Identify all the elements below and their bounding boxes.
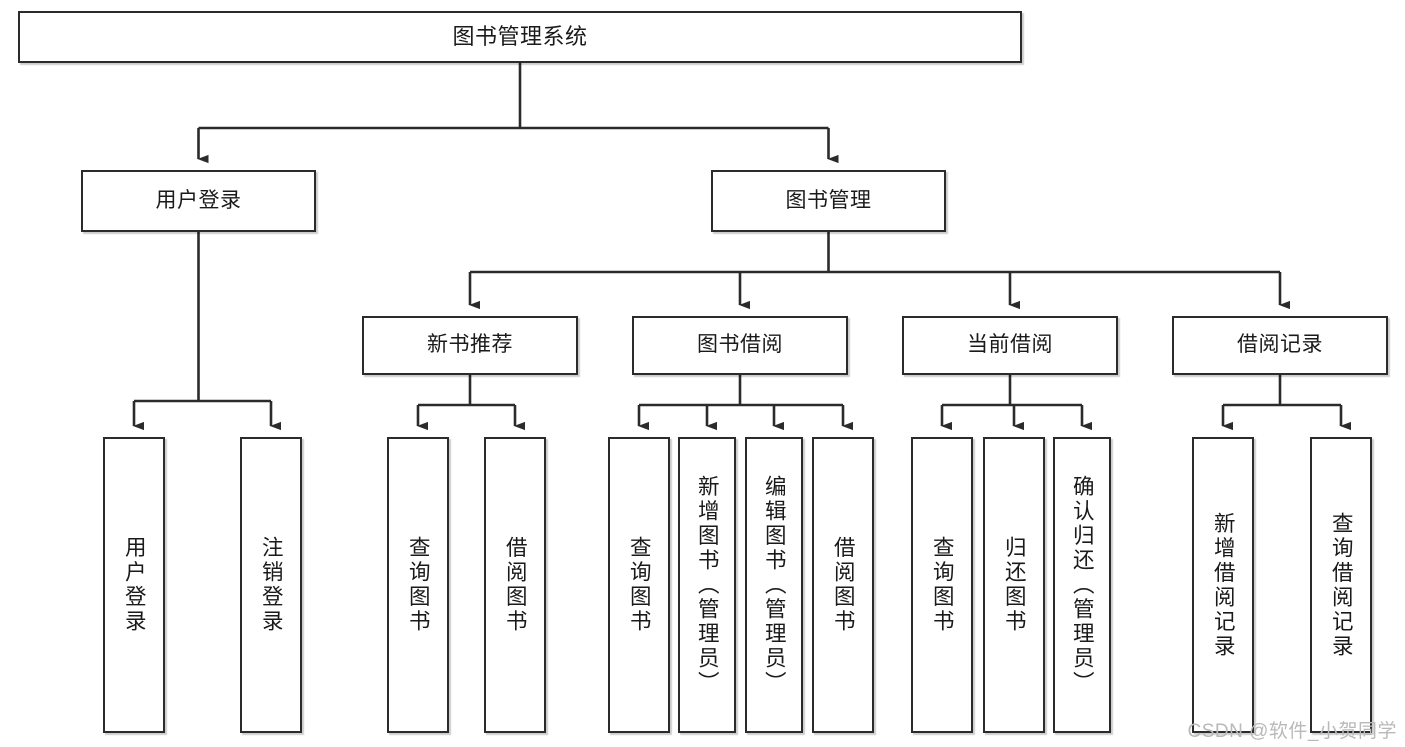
node-leaf-query-book-2-label: 查询图书 bbox=[627, 536, 652, 634]
csdn-watermark: CSDN @软件_小贺同学 bbox=[1187, 721, 1397, 742]
node-leaf-query-record[interactable]: 查询借阅记录 bbox=[1310, 437, 1372, 733]
node-leaf-query-book-3-label: 查询图书 bbox=[930, 536, 955, 634]
node-leaf-user-login-label: 用户登录 bbox=[122, 536, 147, 634]
node-root[interactable]: 图书管理系统 bbox=[18, 11, 1022, 63]
node-leaf-return-book[interactable]: 归还图书 bbox=[983, 437, 1045, 733]
node-leaf-add-book-label: 新增图书（管理员） bbox=[695, 474, 720, 696]
node-leaf-user-login[interactable]: 用户登录 bbox=[103, 437, 165, 733]
node-leaf-edit-book-label: 编辑图书（管理员） bbox=[762, 474, 787, 696]
node-user-login-label: 用户登录 bbox=[155, 188, 242, 212]
node-leaf-confirm-return[interactable]: 确认归还（管理员） bbox=[1053, 437, 1111, 733]
node-leaf-query-book-2[interactable]: 查询图书 bbox=[608, 437, 670, 733]
node-book-borrow[interactable]: 图书借阅 bbox=[632, 316, 848, 375]
node-leaf-edit-book[interactable]: 编辑图书（管理员） bbox=[745, 437, 803, 733]
node-leaf-user-logout[interactable]: 注销登录 bbox=[240, 437, 302, 733]
node-leaf-query-record-label: 查询借阅记录 bbox=[1329, 511, 1354, 659]
node-leaf-add-book[interactable]: 新增图书（管理员） bbox=[678, 437, 736, 733]
node-leaf-user-logout-label: 注销登录 bbox=[259, 536, 284, 634]
node-leaf-query-book-1-label: 查询图书 bbox=[406, 536, 431, 634]
node-leaf-borrow-book-1-label: 借阅图书 bbox=[503, 536, 528, 634]
node-borrow-record[interactable]: 借阅记录 bbox=[1172, 316, 1388, 375]
node-new-book-rec-label: 新书推荐 bbox=[427, 333, 513, 357]
node-leaf-borrow-book-2[interactable]: 借阅图书 bbox=[812, 437, 874, 733]
node-leaf-add-record-label: 新增借阅记录 bbox=[1211, 511, 1236, 659]
node-new-book-rec[interactable]: 新书推荐 bbox=[362, 316, 578, 375]
node-borrow-record-label: 借阅记录 bbox=[1237, 333, 1323, 357]
node-book-manage[interactable]: 图书管理 bbox=[711, 170, 946, 232]
node-leaf-query-book-1[interactable]: 查询图书 bbox=[387, 437, 449, 733]
node-root-label: 图书管理系统 bbox=[452, 24, 588, 50]
node-leaf-confirm-return-label: 确认归还（管理员） bbox=[1070, 474, 1095, 696]
node-leaf-query-book-3[interactable]: 查询图书 bbox=[911, 437, 973, 733]
node-leaf-borrow-book-2-label: 借阅图书 bbox=[831, 536, 856, 634]
node-leaf-add-record[interactable]: 新增借阅记录 bbox=[1192, 437, 1254, 733]
node-book-borrow-label: 图书借阅 bbox=[697, 333, 783, 357]
node-book-manage-label: 图书管理 bbox=[785, 188, 872, 212]
node-current-borrow-label: 当前借阅 bbox=[967, 333, 1053, 357]
node-leaf-borrow-book-1[interactable]: 借阅图书 bbox=[484, 437, 546, 733]
node-current-borrow[interactable]: 当前借阅 bbox=[902, 316, 1118, 375]
node-leaf-return-book-label: 归还图书 bbox=[1002, 536, 1027, 634]
node-user-login[interactable]: 用户登录 bbox=[81, 170, 316, 232]
